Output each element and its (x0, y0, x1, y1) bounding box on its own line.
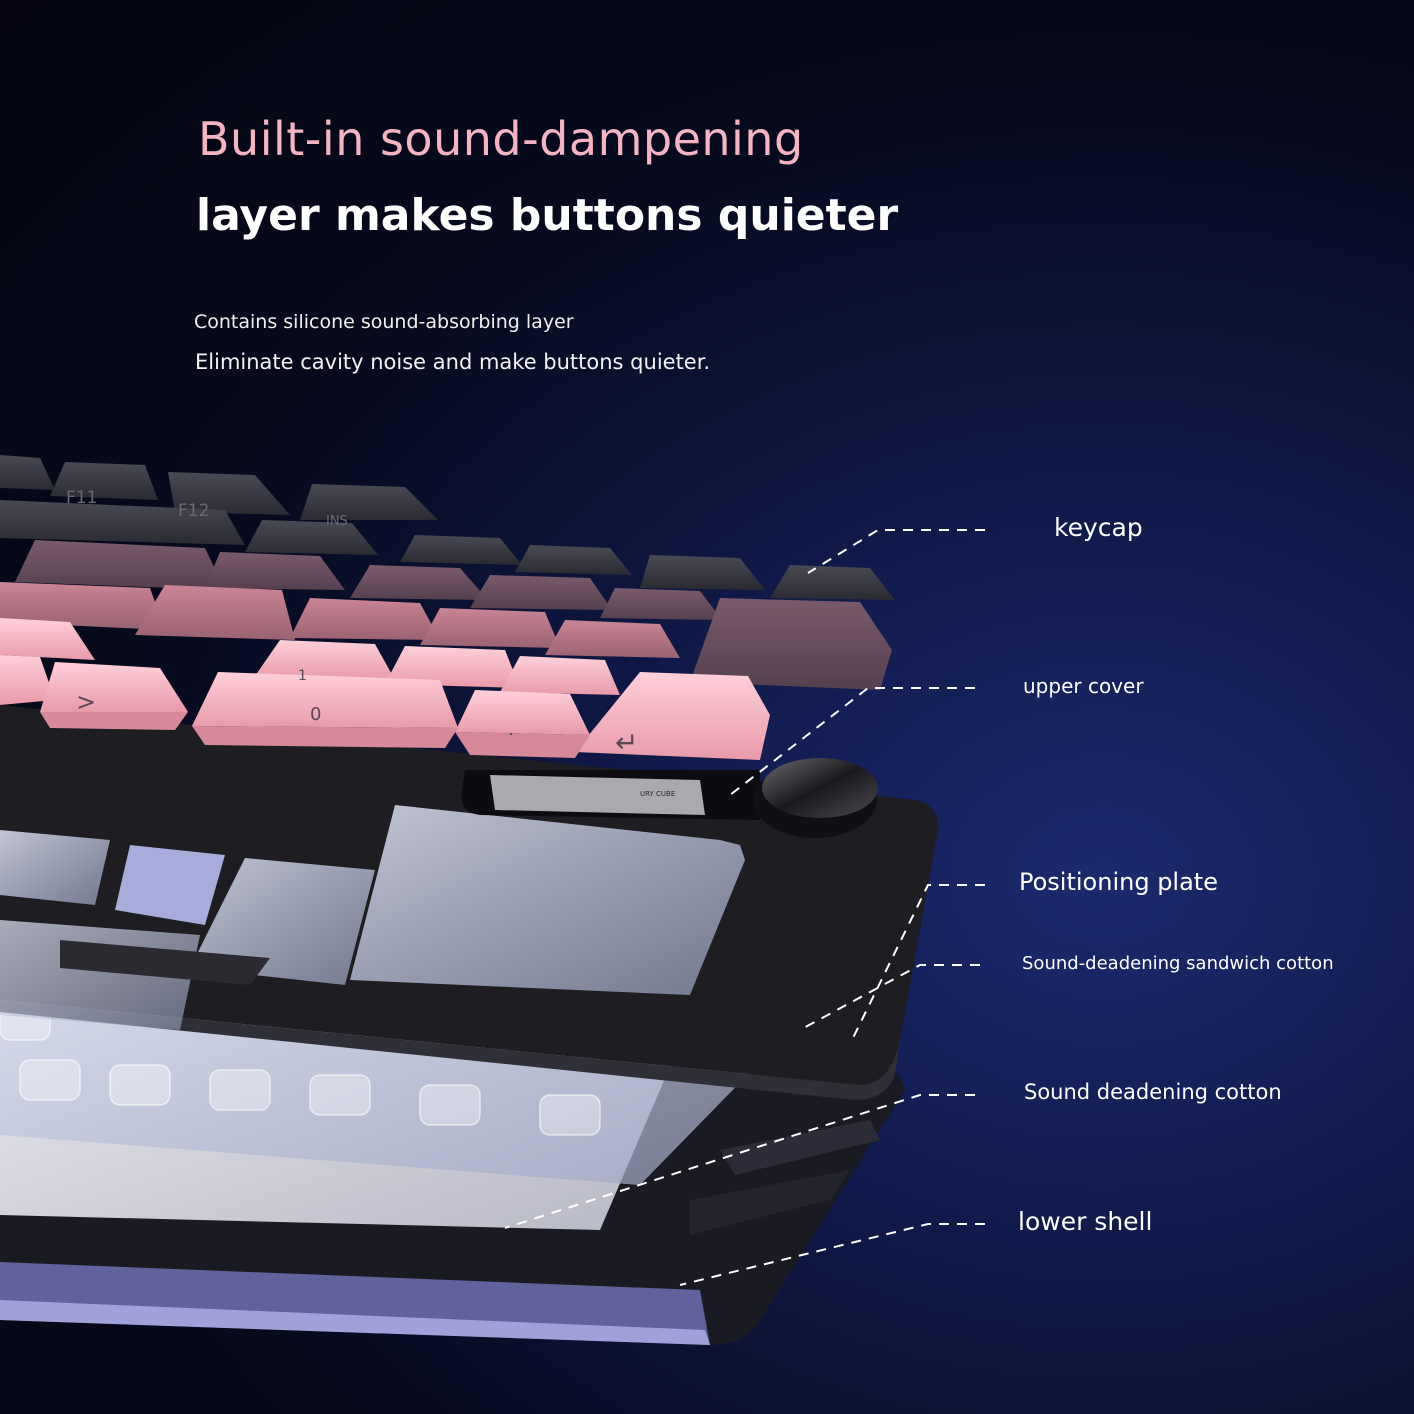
device-screen-text: URY CUBE (640, 790, 675, 798)
positioning-plate-layer: URY CUBE (0, 705, 939, 1100)
leader-upper-cover (729, 687, 975, 796)
label-positioning-plate: Positioning plate (1019, 868, 1218, 896)
key-legend-f12: F12 (178, 501, 209, 521)
label-keycap: keycap (1054, 513, 1143, 542)
key-legend-one: 1 (298, 668, 307, 684)
key-legend-enter: ↵ (615, 726, 638, 759)
volume-knob-icon (762, 758, 878, 818)
key-legend-f11: F11 (66, 488, 97, 508)
label-lower-shell: lower shell (1018, 1207, 1153, 1236)
leader-lines (504, 529, 985, 1286)
label-upper-cover: upper cover (1023, 674, 1144, 698)
subtitle-line-1: Contains silicone sound-absorbing layer (194, 311, 574, 333)
key-legend-ins: INS (326, 514, 348, 529)
keycap-layer: F11 F12 INS > 0 1 . ↵ (0, 455, 895, 760)
subtitle-line-2: Eliminate cavity noise and make buttons … (195, 350, 711, 374)
label-sandwich-cotton: Sound-deadening sandwich cotton (1022, 953, 1334, 974)
key-legend-dot: . (508, 719, 514, 740)
leader-sandwich-cotton (799, 964, 980, 1031)
key-legend-gt: > (76, 688, 96, 716)
headline-line-2: layer makes buttons quieter (196, 190, 899, 241)
leader-lower-shell (679, 1223, 985, 1286)
leader-positioning-plate (851, 884, 985, 1041)
leader-keycap (807, 529, 985, 574)
leader-deadening-cotton (504, 1094, 975, 1229)
headline-line-1: Built-in sound-dampening (198, 112, 804, 166)
label-deadening-cotton: Sound deadening cotton (1024, 1080, 1282, 1104)
key-legend-zero: 0 (310, 704, 321, 725)
